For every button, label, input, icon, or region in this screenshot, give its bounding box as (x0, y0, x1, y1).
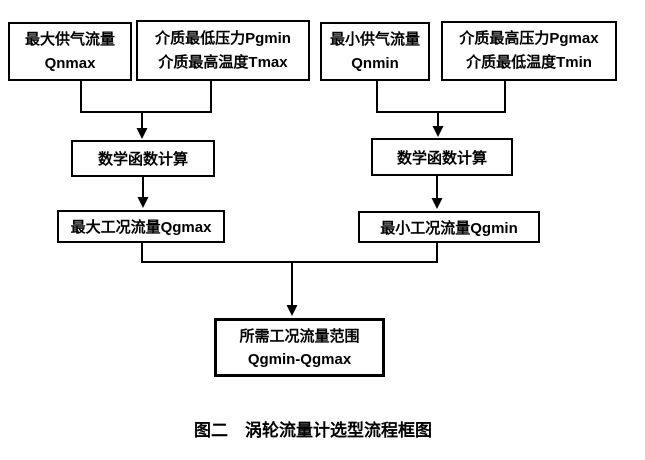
box-pgmin-tmax: 介质最低压力Pgmin 介质最高温度Tmax (136, 20, 310, 81)
box-label: Qgmin-Qgmax (247, 350, 352, 368)
box-label: 最小工况流量Qgmin (380, 219, 518, 237)
box-label: 数学函数计算 (396, 149, 487, 167)
box-qgmax: 最大工况流量Qgmax (57, 210, 225, 243)
box-label: 数学函数计算 (97, 151, 188, 168)
figure-caption: 图二 涡轮流量计选型流程框图 (194, 421, 432, 440)
arrowhead-down-icon (137, 197, 149, 208)
box-label: 介质最低压力Pgmin (155, 29, 291, 47)
box-label: 所需工况流量范围 (239, 327, 360, 345)
connector-calc-right-to-qgmin (431, 176, 443, 209)
box-label: 最小供气流量 (329, 30, 420, 48)
box-label: 介质最高压力Pgmax (459, 30, 599, 47)
connector-bottom-merge (141, 243, 438, 316)
box-qnmin: 最小供气流量 Qnmin (320, 22, 430, 81)
box-label: Qnmin (351, 54, 399, 72)
arrowhead-down-icon (431, 198, 443, 209)
box-qnmax: 最大供气流量 Qnmax (8, 22, 132, 81)
connector-calc-left-to-qgmax (137, 177, 149, 208)
box-label: Qnmax (44, 54, 96, 72)
box-calc-left: 数学函数计算 (71, 140, 215, 177)
box-label: 介质最高温度Tmax (158, 53, 288, 71)
box-label: 最大供气流量 (24, 30, 115, 48)
box-pgmax-tmin: 介质最高压力Pgmax 介质最低温度Tmin (441, 21, 617, 81)
box-result: 所需工况流量范围 Qgmin-Qgmax (214, 318, 385, 377)
box-qgmin: 最小工况流量Qgmin (358, 211, 540, 243)
arrowhead-down-icon (286, 305, 298, 316)
arrowhead-down-icon (136, 128, 148, 139)
box-calc-right: 数学函数计算 (371, 138, 513, 176)
box-label: 介质最低温度Tmin (466, 54, 592, 71)
connector-right-merge (376, 80, 506, 137)
box-label: 最大工况流量Qgmax (70, 219, 212, 236)
arrowhead-down-icon (432, 126, 444, 137)
connector-left-merge (80, 80, 212, 139)
